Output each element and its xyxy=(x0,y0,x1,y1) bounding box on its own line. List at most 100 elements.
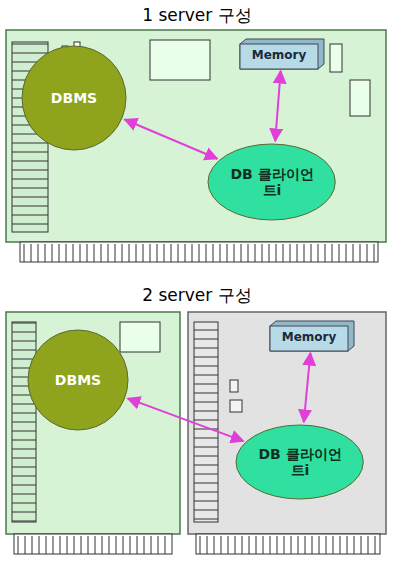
pin xyxy=(319,536,320,554)
pin xyxy=(269,244,270,262)
pin xyxy=(60,536,61,554)
slot-line xyxy=(194,519,218,520)
pin xyxy=(144,536,145,554)
slot-line xyxy=(194,492,218,493)
pin xyxy=(277,536,278,554)
data-flow-arrow xyxy=(304,353,311,422)
pin xyxy=(312,536,313,554)
slot-line xyxy=(194,375,218,376)
pin xyxy=(291,536,292,554)
pin xyxy=(234,244,235,262)
chip xyxy=(350,80,370,116)
panel-heading: 1 server 구성 xyxy=(142,4,251,27)
chip xyxy=(150,40,210,80)
slot-line xyxy=(194,420,218,421)
node-label: Memory xyxy=(282,331,337,345)
node-depth xyxy=(270,321,354,351)
pin xyxy=(339,244,340,262)
node-shape xyxy=(22,46,126,150)
pin xyxy=(354,536,355,554)
slot-line xyxy=(194,483,218,484)
pin xyxy=(108,244,109,262)
pin xyxy=(214,536,215,554)
pin xyxy=(360,244,361,262)
pin xyxy=(39,536,40,554)
pin xyxy=(206,244,207,262)
pin xyxy=(242,536,243,554)
pin xyxy=(346,244,347,262)
pin xyxy=(248,244,249,262)
slot-line xyxy=(194,474,218,475)
pin xyxy=(52,244,53,262)
pin xyxy=(255,244,256,262)
pin xyxy=(53,536,54,554)
pin xyxy=(122,244,123,262)
pin xyxy=(157,244,158,262)
pin xyxy=(59,244,60,262)
pin xyxy=(332,244,333,262)
pin xyxy=(368,536,369,554)
pin xyxy=(94,244,95,262)
pin xyxy=(164,244,165,262)
slot-line xyxy=(194,339,218,340)
pin xyxy=(200,536,201,554)
slot-line xyxy=(194,384,218,385)
chip xyxy=(230,400,242,412)
node-shape xyxy=(240,44,318,69)
board xyxy=(6,312,180,534)
pin xyxy=(32,536,33,554)
connector-body xyxy=(20,242,378,262)
connector-body xyxy=(196,534,380,554)
pin xyxy=(290,244,291,262)
pin xyxy=(340,536,341,554)
pin xyxy=(38,244,39,262)
pin xyxy=(375,536,376,554)
node-label: DB 클라이언트i xyxy=(258,446,342,478)
pin xyxy=(88,536,89,554)
edge-connector xyxy=(14,534,172,554)
chip xyxy=(120,322,160,352)
slot-line xyxy=(194,456,218,457)
pin xyxy=(137,536,138,554)
pin xyxy=(74,536,75,554)
pin xyxy=(150,244,151,262)
board xyxy=(6,30,386,242)
pin xyxy=(333,536,334,554)
edge-connector xyxy=(20,242,378,262)
pin xyxy=(298,536,299,554)
slot-line xyxy=(194,402,218,403)
pin xyxy=(347,536,348,554)
pin xyxy=(80,244,81,262)
dbms-circle: DBMS xyxy=(21,45,127,151)
pin xyxy=(241,244,242,262)
slot-line xyxy=(194,465,218,466)
node-label: DB 클라이언트i xyxy=(230,166,314,198)
pin xyxy=(227,244,228,262)
pin xyxy=(151,536,152,554)
pin xyxy=(18,536,19,554)
pin xyxy=(66,244,67,262)
connector-body xyxy=(14,534,172,554)
pin xyxy=(276,244,277,262)
pin xyxy=(171,244,172,262)
memory-slots xyxy=(194,322,218,522)
pin xyxy=(283,244,284,262)
memory-box: Memory xyxy=(240,39,324,69)
db-client-ellipse: DB 클라이언트i xyxy=(207,143,336,221)
chip xyxy=(330,44,342,72)
pin xyxy=(263,536,264,554)
pin xyxy=(199,244,200,262)
db-client-ellipse: DB 클라이언트i xyxy=(235,424,364,500)
pin xyxy=(262,244,263,262)
slot-line xyxy=(194,330,218,331)
pin xyxy=(81,536,82,554)
node-depth xyxy=(240,39,324,69)
pin xyxy=(325,244,326,262)
slot-line xyxy=(194,447,218,448)
pin xyxy=(249,536,250,554)
pin xyxy=(45,244,46,262)
pin xyxy=(192,244,193,262)
node-shape xyxy=(28,330,128,430)
chip xyxy=(230,380,238,392)
pin xyxy=(235,536,236,554)
